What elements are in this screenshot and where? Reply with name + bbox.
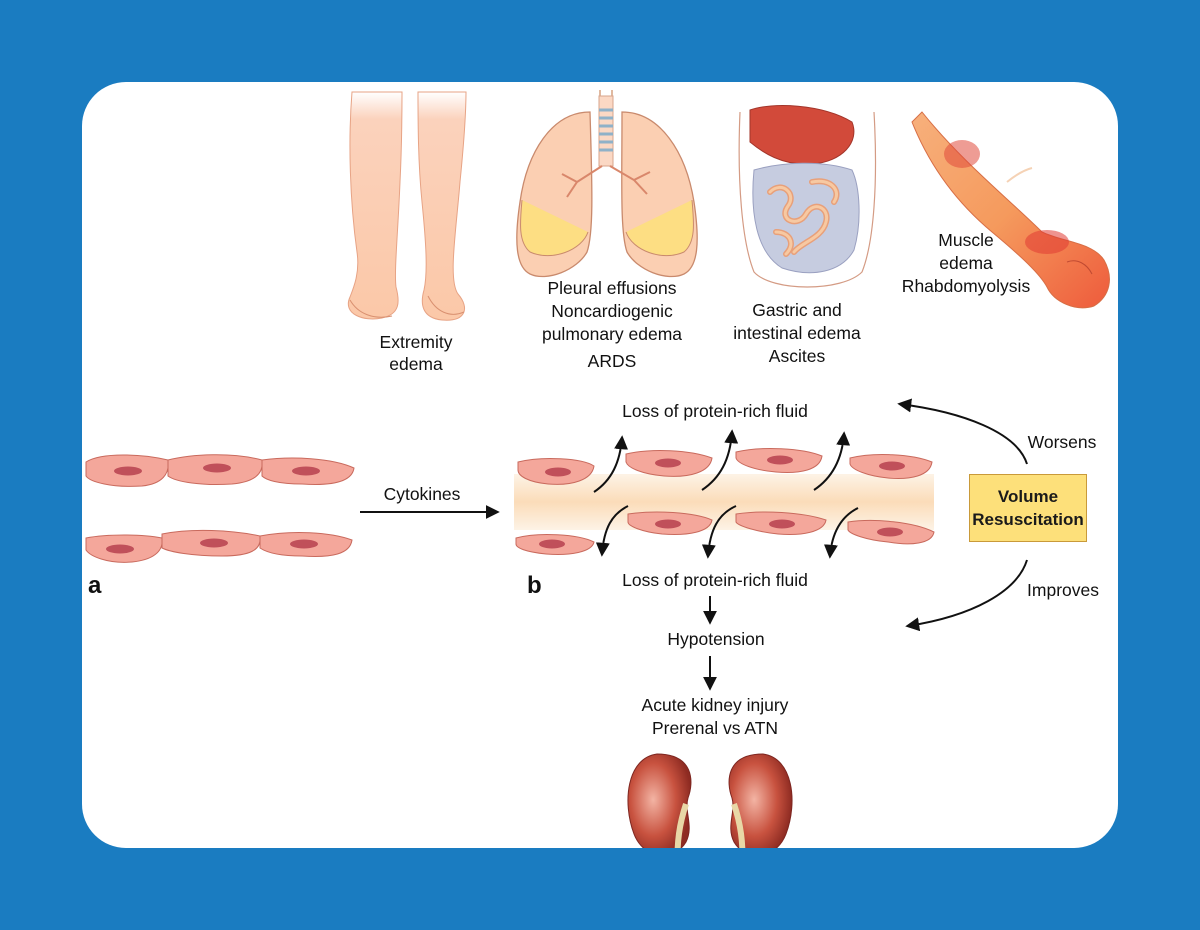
- figure-card: Extremity edema Pleural effusions Noncar…: [82, 82, 1118, 848]
- gut-label: Gastric and intestinal edema Ascites: [733, 300, 861, 366]
- abdomen-illustration: [738, 105, 877, 288]
- loss-bottom-label: Loss of protein-rich fluid: [622, 570, 808, 590]
- arm-illustration: [911, 111, 1110, 309]
- lungs-label: Pleural effusions Noncardiogenic pulmona…: [541, 278, 683, 371]
- worsens-arrow: [897, 398, 1028, 465]
- panel-a-letter: a: [88, 572, 102, 599]
- improves-arrow: [905, 559, 1028, 632]
- legs-label: Extremity edema: [379, 332, 453, 374]
- diagram-artwork: [85, 90, 1110, 848]
- panel-a-cells: [85, 454, 355, 563]
- panel-b-letter: b: [527, 572, 542, 599]
- volume-resuscitation-box: Volume Resuscitation: [969, 474, 1087, 542]
- panel-b-vessel: [514, 429, 935, 559]
- loss-top-label: Loss of protein-rich fluid: [622, 401, 808, 421]
- worsens-label: Worsens: [1027, 432, 1097, 452]
- legs-illustration: [347, 91, 467, 321]
- improves-label: Improves: [1027, 580, 1099, 600]
- lungs-illustration: [516, 90, 698, 278]
- aki-label: Acute kidney injury Prerenal vs ATN: [641, 695, 789, 738]
- muscle-label: Muscle edema Rhabdomyolysis: [901, 230, 1031, 296]
- cytokines-label: Cytokines: [383, 484, 461, 504]
- kidneys-illustration: [627, 753, 793, 848]
- hypotension-label: Hypotension: [667, 629, 765, 649]
